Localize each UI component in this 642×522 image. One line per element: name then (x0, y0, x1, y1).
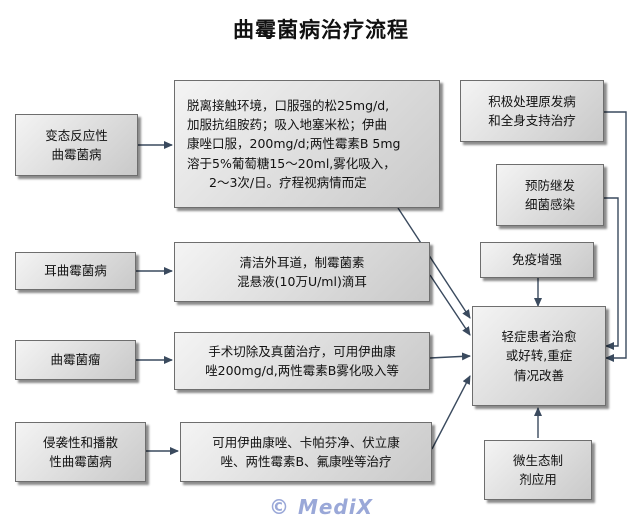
arrow-allergic-treatment-to-outcome (397, 207, 471, 319)
node-prevent: 预防继发细菌感染 (496, 164, 604, 226)
node-ear-treatment: 清洁外耳道，制霉菌素混悬液(10万U/ml)滴耳 (174, 242, 430, 302)
arrow-prevent-to-outcome (604, 197, 619, 350)
node-primary: 积极处理原发病和全身支持治疗 (460, 80, 604, 142)
node-ear: 耳曲霉菌病 (15, 252, 136, 290)
arrow-tumor-treatment-to-outcome (429, 352, 471, 361)
node-allergic-treatment: 脱离接触环境，口服强的松25mg/d, 加服抗组胺药；吸入地塞米松；伊曲 康唑口… (174, 80, 440, 208)
node-invasive-treatment: 可用伊曲康唑、卡帕芬净、伏立康唑、两性霉素B、氟康唑等治疗 (180, 422, 432, 482)
diagram-title: 曲霉菌病治疗流程 (233, 17, 409, 42)
arrow-primary-to-outcome (604, 111, 627, 362)
watermark-logo: © MediX (268, 495, 374, 519)
node-invasive: 侵袭性和播散性曲霉菌病 (15, 422, 146, 482)
node-immune: 免疫增强 (480, 242, 594, 278)
node-microbe: 微生态制剂应用 (484, 440, 592, 500)
node-outcome: 轻症患者治愈或好转,重症情况改善 (472, 306, 606, 406)
node-allergic: 变态反应性曲霉菌病 (15, 114, 138, 176)
arrow-invasive-treatment-to-outcome (431, 375, 471, 450)
node-tumor-treatment: 手术切除及真菌治疗，可用伊曲康唑200mg/d,两性霉素B雾化吸入等 (174, 332, 430, 390)
arrow-ear-treatment-to-outcome (429, 274, 471, 336)
node-tumor: 曲霉菌瘤 (15, 340, 136, 380)
